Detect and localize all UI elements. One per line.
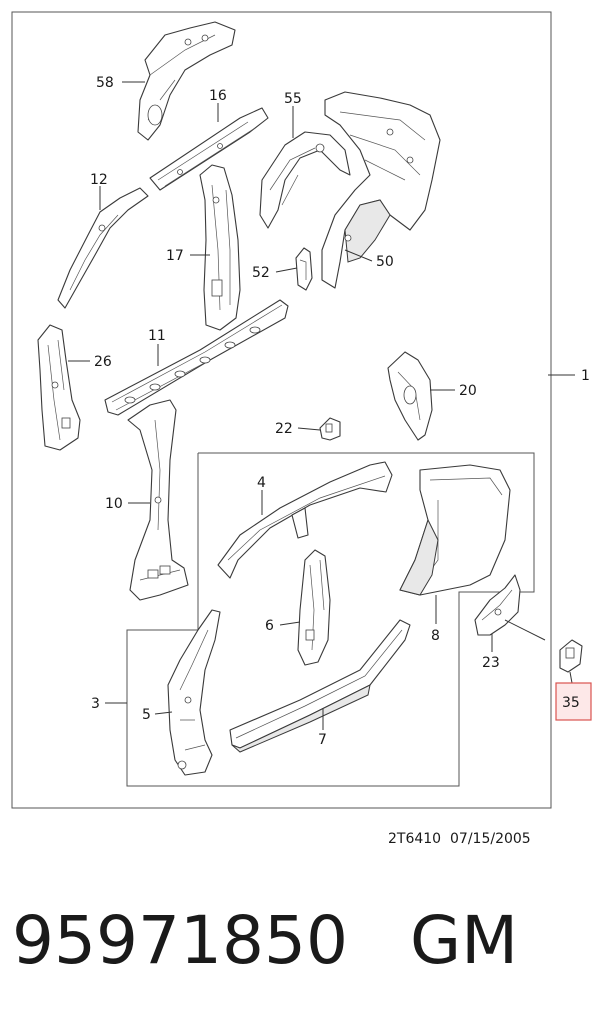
part-number: 95971850 [12, 902, 348, 979]
label-26[interactable]: 26 [94, 354, 112, 370]
label-23[interactable]: 23 [482, 655, 500, 671]
part-35[interactable] [559, 639, 583, 673]
label-3[interactable]: 3 [91, 696, 100, 712]
part-6[interactable] [297, 549, 331, 666]
part-23[interactable] [474, 574, 521, 636]
leader-lines [68, 81, 575, 730]
part-58[interactable] [137, 21, 236, 141]
label-1[interactable]: 1 [581, 368, 590, 384]
part-52[interactable] [295, 247, 313, 291]
drawing-footer: 2T6410 07/15/2005 [388, 831, 531, 847]
label-35[interactable]: 35 [562, 695, 580, 711]
subassembly-frame [126, 452, 535, 787]
drawing-code: 2T6410 [388, 831, 442, 847]
label-12[interactable]: 12 [90, 172, 108, 188]
callout-labels: 58 16 55 12 17 52 50 26 11 1 20 22 10 4 … [90, 75, 590, 748]
label-10[interactable]: 10 [105, 496, 123, 512]
part-50[interactable] [321, 91, 441, 289]
brand-name: GM [410, 902, 519, 979]
label-55[interactable]: 55 [284, 91, 302, 107]
part-12[interactable] [57, 187, 149, 309]
label-20[interactable]: 20 [459, 383, 477, 399]
part-5[interactable] [167, 609, 221, 776]
label-22[interactable]: 22 [275, 421, 293, 437]
part-20[interactable] [387, 351, 433, 441]
part-16[interactable] [149, 107, 269, 191]
label-52[interactable]: 52 [252, 265, 270, 281]
label-6[interactable]: 6 [265, 618, 274, 634]
part-22[interactable] [319, 417, 341, 441]
label-4[interactable]: 4 [257, 475, 266, 491]
part-55[interactable] [259, 131, 351, 229]
part-8[interactable] [399, 464, 511, 596]
label-11[interactable]: 11 [148, 328, 166, 344]
part-11[interactable] [104, 299, 289, 416]
part-11-holes [124, 326, 261, 404]
part-10[interactable] [127, 399, 189, 601]
label-8[interactable]: 8 [431, 628, 440, 644]
label-5[interactable]: 5 [142, 707, 151, 723]
part-26[interactable] [37, 324, 81, 451]
label-7[interactable]: 7 [318, 732, 327, 748]
outer-frame [11, 11, 552, 809]
label-17[interactable]: 17 [166, 248, 184, 264]
part-4[interactable] [217, 461, 393, 579]
label-50[interactable]: 50 [376, 254, 394, 270]
label-58[interactable]: 58 [96, 75, 114, 91]
highlight-box-35 [555, 682, 592, 721]
part-17[interactable] [199, 164, 241, 331]
drawing-date: 07/15/2005 [450, 831, 531, 847]
label-16[interactable]: 16 [209, 88, 227, 104]
part-7[interactable] [229, 619, 411, 753]
